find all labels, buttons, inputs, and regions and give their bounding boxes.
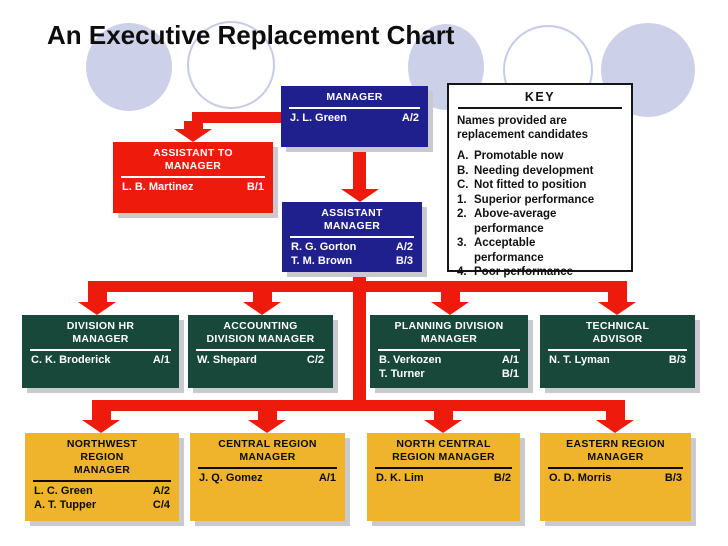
key-item: A. Promotable now <box>457 150 564 162</box>
connector-bus-region <box>92 400 625 411</box>
arrowhead <box>82 420 120 433</box>
arrowhead <box>174 129 212 142</box>
node-title: ACCOUNTING DIVISION MANAGER <box>206 320 315 345</box>
connector-manager-to-assistant-manager <box>353 147 366 190</box>
node-title: CENTRAL REGION MANAGER <box>218 438 317 463</box>
connector-stem <box>92 410 111 421</box>
slide-title: An Executive Replacement Chart <box>47 20 455 50</box>
node-title: NORTH CENTRAL REGION MANAGER <box>392 438 495 463</box>
arrowhead <box>78 302 116 315</box>
arrowhead <box>596 420 634 433</box>
decorative-circle <box>187 21 275 109</box>
divider <box>30 349 171 351</box>
key-item: 1. Superior performance <box>457 193 595 206</box>
node-title: DIVISION HR MANAGER <box>66 320 135 345</box>
connector-bus-division <box>88 281 627 292</box>
node-title: EASTERN REGION MANAGER <box>566 438 665 463</box>
node-title: NORTHWEST REGION MANAGER <box>66 438 138 476</box>
key-legend: KEY Names provided are replacement candi… <box>447 83 633 278</box>
arrowhead <box>341 189 379 202</box>
connector-stem <box>608 291 627 303</box>
divider <box>290 236 414 238</box>
divider <box>196 349 325 351</box>
arrowhead <box>248 420 286 433</box>
key-note: Names provided are replacement candidate… <box>457 115 589 141</box>
connector-stem <box>434 410 453 421</box>
key-items: A. Promotable now B. Needing development… <box>457 149 623 280</box>
divider <box>33 480 171 482</box>
key-item: 4. Poor performance <box>457 266 574 278</box>
node-title: MANAGER <box>326 91 383 103</box>
arrowhead <box>424 420 462 433</box>
connector-stem <box>184 121 203 130</box>
divider <box>121 176 265 178</box>
decorative-circle <box>86 23 172 111</box>
arrowhead <box>431 302 469 315</box>
connector-stem <box>88 291 107 303</box>
connector-stem <box>253 291 272 303</box>
key-item: B. Needing development <box>457 164 594 177</box>
node-title: ASSISTANT TO MANAGER <box>153 147 233 172</box>
key-title: KEY <box>524 90 556 104</box>
divider <box>548 349 687 351</box>
divider <box>378 349 520 351</box>
key-item: C. Not fitted to position <box>457 179 587 191</box>
arrowhead <box>598 302 636 315</box>
divider <box>458 107 622 109</box>
connector-stem <box>606 410 625 421</box>
divider <box>548 467 683 469</box>
connector-stem <box>441 291 460 303</box>
node-title: TECHNICAL ADVISOR <box>585 320 650 345</box>
arrowhead <box>243 302 281 315</box>
connector-trunk <box>353 271 366 411</box>
divider <box>198 467 337 469</box>
connector-stem <box>258 410 277 421</box>
node-title: ASSISTANT MANAGER <box>321 207 383 232</box>
node-title: PLANNING DIVISION MANAGER <box>394 320 504 345</box>
connector-manager-to-assistant-to <box>192 112 282 123</box>
divider <box>289 107 420 109</box>
divider <box>375 467 512 469</box>
